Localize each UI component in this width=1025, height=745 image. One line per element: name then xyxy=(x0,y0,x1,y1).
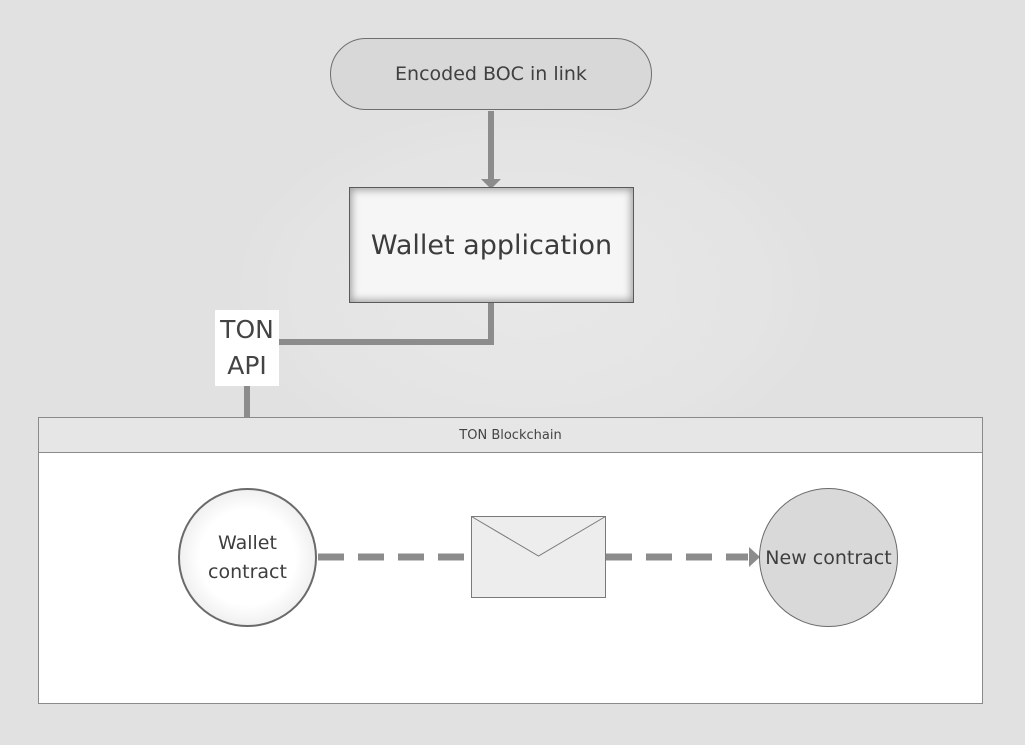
envelope-icon xyxy=(471,516,606,598)
ton-api-line1: TON xyxy=(220,315,274,344)
arrowhead-new-contract xyxy=(749,547,760,567)
ton-api-line2: API xyxy=(227,351,267,380)
wallet-application-node: Wallet application xyxy=(349,187,634,303)
pool-header: TON Blockchain xyxy=(39,418,982,453)
arrowhead-app xyxy=(481,179,501,189)
wallet-contract-line2: contract xyxy=(208,560,287,583)
wallet-application-label: Wallet application xyxy=(370,229,613,261)
ton-api-label: TON API xyxy=(215,310,279,386)
pool-title: TON Blockchain xyxy=(459,427,562,443)
new-contract-label: New contract xyxy=(765,546,892,569)
connector-app-to-api xyxy=(279,302,494,345)
encoded-boc-node: Encoded BOC in link xyxy=(330,38,652,110)
encoded-boc-label: Encoded BOC in link xyxy=(395,63,587,85)
new-contract-node: New contract xyxy=(759,488,898,627)
wallet-contract-node: Wallet contract xyxy=(178,488,317,627)
wallet-contract-line1: Wallet xyxy=(218,531,277,554)
